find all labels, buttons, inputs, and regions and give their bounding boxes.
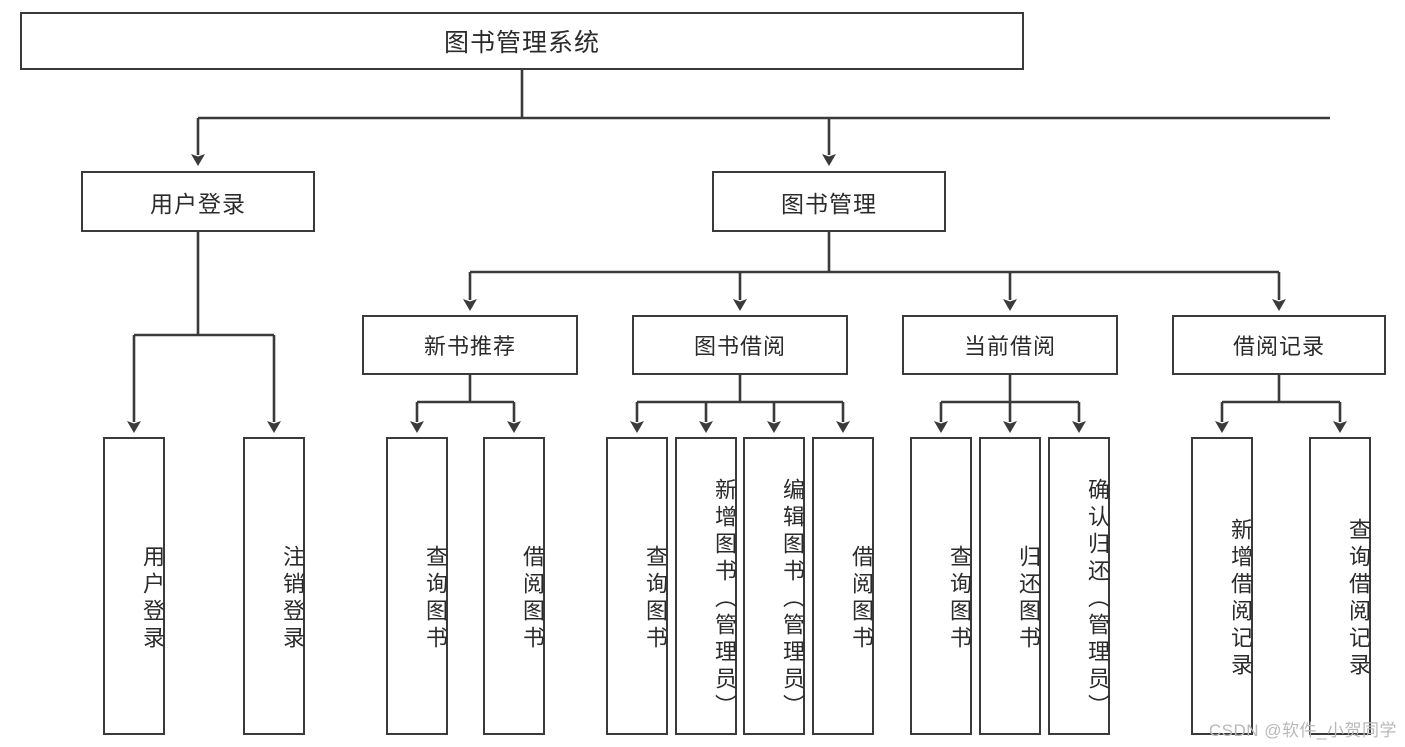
leaf-borrow-record-query[interactable]: 查询借阅记录 [1309, 437, 1371, 735]
node-label: 确认归还（管理员） [1085, 477, 1110, 721]
leaf-user-login-login[interactable]: 用户登录 [103, 437, 165, 735]
node-label: 新书推荐 [423, 334, 516, 359]
node-user-login[interactable]: 用户登录 [81, 171, 315, 232]
node-label: 借阅图书 [849, 545, 874, 653]
leaf-borrow-record-add[interactable]: 新增借阅记录 [1191, 437, 1253, 735]
leaf-new-book-query[interactable]: 查询图书 [386, 437, 448, 735]
leaf-user-login-logout[interactable]: 注销登录 [243, 437, 305, 735]
node-borrow-record[interactable]: 借阅记录 [1172, 315, 1386, 375]
node-label: 图书借阅 [693, 334, 786, 359]
node-label: 注销登录 [280, 545, 305, 653]
node-label: 借阅图书 [520, 545, 545, 653]
node-label: 图书管理 [781, 190, 877, 217]
node-label: 编辑图书（管理员） [780, 477, 805, 721]
leaf-new-book-borrow[interactable]: 借阅图书 [483, 437, 545, 735]
node-label: 查询图书 [643, 545, 668, 653]
leaf-current-borrow-confirm-return[interactable]: 确认归还（管理员） [1048, 437, 1110, 735]
node-label: 借阅记录 [1232, 334, 1325, 359]
node-label: 图书管理系统 [443, 29, 600, 57]
node-label: 归还图书 [1016, 545, 1041, 653]
node-book-borrow[interactable]: 图书借阅 [632, 315, 848, 375]
node-label: 新增借阅记录 [1228, 518, 1253, 680]
leaf-book-borrow-query[interactable]: 查询图书 [606, 437, 668, 735]
node-book-management[interactable]: 图书管理 [712, 171, 946, 232]
node-label: 当前借阅 [963, 334, 1056, 359]
leaf-book-borrow-edit[interactable]: 编辑图书（管理员） [743, 437, 805, 735]
node-label: 用户登录 [150, 190, 246, 217]
node-label: 查询图书 [947, 545, 972, 653]
leaf-current-borrow-return[interactable]: 归还图书 [979, 437, 1041, 735]
leaf-book-borrow-add[interactable]: 新增图书（管理员） [675, 437, 737, 735]
node-current-borrow[interactable]: 当前借阅 [902, 315, 1118, 375]
node-label: 用户登录 [140, 545, 165, 653]
node-label: 查询图书 [423, 545, 448, 653]
leaf-current-borrow-query[interactable]: 查询图书 [910, 437, 972, 735]
watermark-text: CSDN @软件_小贺同学 [1208, 721, 1397, 740]
node-label: 新增图书（管理员） [712, 477, 737, 721]
leaf-book-borrow-lend[interactable]: 借阅图书 [812, 437, 874, 735]
node-label: 查询借阅记录 [1346, 518, 1371, 680]
node-root-system[interactable]: 图书管理系统 [20, 12, 1024, 70]
node-new-book-recommend[interactable]: 新书推荐 [362, 315, 578, 375]
